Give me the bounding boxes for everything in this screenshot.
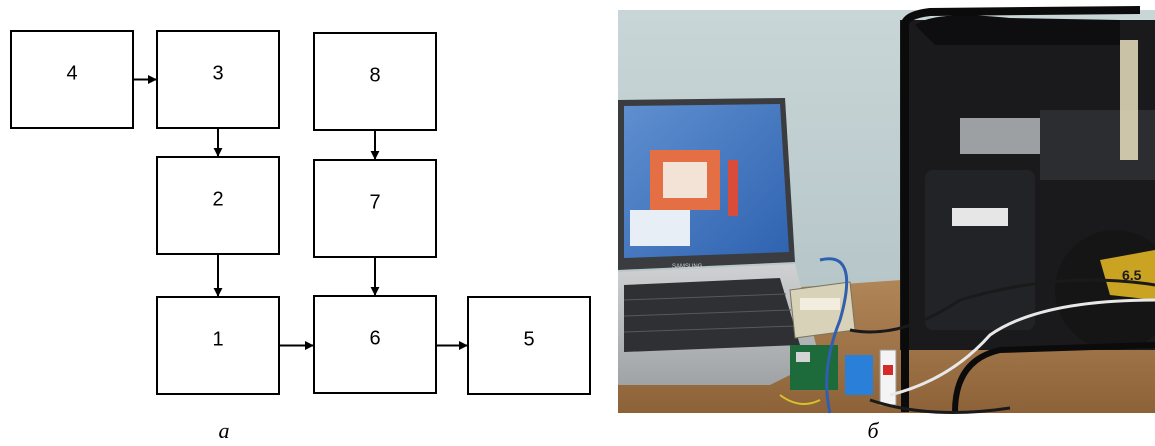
block-3-label: 3	[212, 62, 223, 84]
block-1-label: 1	[212, 328, 223, 350]
caption-photo: б	[867, 418, 879, 443]
laptop: SAMSUNG	[618, 98, 820, 385]
block-2-label: 2	[212, 188, 223, 210]
engine-badge: 6.5	[1122, 267, 1142, 283]
block-6: 6	[313, 295, 437, 394]
block-1-box	[156, 296, 280, 395]
block-8: 8	[313, 32, 437, 131]
engine: 6.5	[900, 6, 1155, 413]
block-4: 4	[10, 30, 134, 129]
diagram-edges	[133, 75, 468, 350]
block-5-label: 5	[523, 328, 534, 350]
block-6-box	[313, 295, 437, 394]
block-4-box	[10, 30, 134, 129]
block-3-box	[156, 30, 280, 129]
block-1: 1	[156, 296, 280, 395]
block-4-label: 4	[66, 62, 77, 84]
caption-diagram: а	[218, 418, 230, 443]
block-5: 5	[467, 296, 591, 395]
test-bench-photo: SAMSUNG	[618, 6, 1155, 414]
block-8-label: 8	[369, 64, 380, 86]
block-diagram: 4 3 8 2 7 1 6 5	[10, 30, 591, 395]
laptop-brand: SAMSUNG	[672, 264, 703, 270]
block-7: 7	[313, 159, 437, 258]
diagram-blocks: 4 3 8 2 7 1 6 5	[10, 30, 591, 395]
block-5-box	[467, 296, 591, 395]
block-3: 3	[156, 30, 280, 129]
cables	[779, 257, 1155, 414]
block-2: 2	[156, 156, 280, 255]
block-6-label: 6	[369, 327, 380, 349]
block-2-box	[156, 156, 280, 255]
block-7-label: 7	[369, 191, 380, 213]
block-8-box	[313, 32, 437, 131]
